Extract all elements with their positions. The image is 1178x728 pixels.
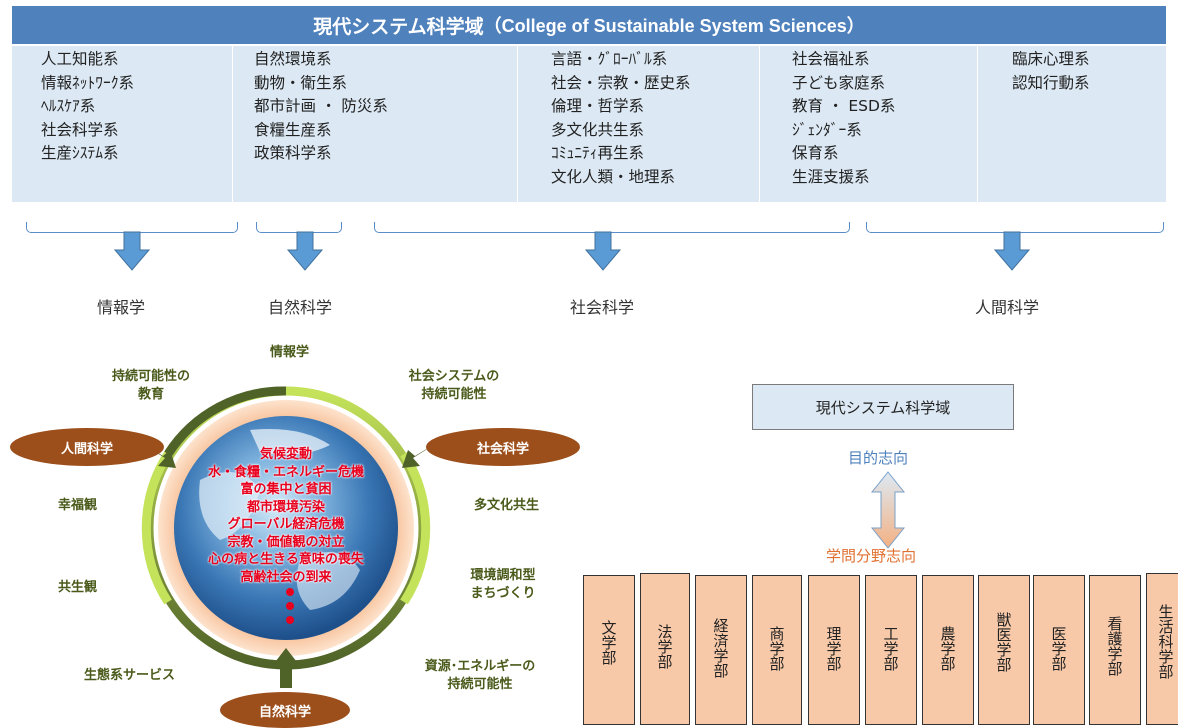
field-label-human-science: 人間科学 [975, 298, 1040, 317]
category-item: 社会福祉系 [792, 50, 870, 68]
faculty-economics: 経済学部 [695, 575, 747, 725]
ring-label-upper-left: 持続可能性の 教育 [111, 369, 190, 402]
category-item: 生涯支援系 [792, 167, 870, 186]
faculty-commerce: 商学部 [752, 575, 802, 725]
category-item: 言語・ｸﾞﾛｰﾊﾞﾙ系 [551, 50, 668, 68]
faculty-agriculture: 農学部 [922, 575, 974, 725]
faculty-nursing: 看護学部 [1089, 575, 1141, 725]
ring-label-happiness: 幸福観 [58, 498, 98, 513]
down-arrow-icon [585, 231, 621, 271]
field-label-social-science: 社会科学 [570, 298, 635, 317]
category-item: 社会・宗教・歴史系 [551, 73, 691, 92]
category-column: 言語・ｸﾞﾛｰﾊﾞﾙ系 社会・宗教・歴史系 倫理・哲学系 多文化共生系 ｺﾐｭﾆ… [518, 46, 760, 202]
ellipse-human-science: 人間科学 [10, 428, 164, 466]
issue-item: 気候変動 [259, 447, 312, 462]
ring-segment [400, 451, 431, 605]
category-column: 人工知能系 情報ﾈｯﾄﾜｰｸ系 ﾍﾙｽｹｱ系 社会科学系 生産ｼｽﾃﾑ系 [12, 46, 233, 202]
category-item: ｼﾞｪﾝﾀﾞｰ系 [792, 120, 862, 139]
ring-label-resources: 資源･エネルギーの 持続可能性 [424, 659, 536, 692]
issue-item: 水・食糧・エネルギー危機 [207, 464, 364, 480]
faculty-literature: 文学部 [583, 575, 635, 725]
faculty-engineering: 工学部 [865, 575, 917, 725]
issue-list: 気候変動 水・食糧・エネルギー危機 富の集中と貧困 都市環境汚染 グローバル経済… [186, 446, 386, 586]
sustainability-circle [130, 386, 448, 688]
category-item: 文化人類・地理系 [551, 167, 676, 186]
group-bracket [374, 222, 850, 233]
category-column: 自然環境系 動物・衛生系 都市計画 ・ 防災系 食糧生産系 政策科学系 [233, 46, 518, 202]
down-arrow-icon [287, 231, 323, 271]
faculty-science: 理学部 [808, 575, 860, 725]
category-item: 認知行動系 [1012, 73, 1090, 92]
header-title: 現代システム科学域 [313, 15, 484, 38]
ring-segment [164, 386, 287, 457]
arrow-up-icon [272, 648, 300, 688]
header-subtitle: （College of Sustainable System Sciences） [483, 16, 865, 36]
category-item: 食糧生産系 [254, 120, 332, 139]
category-item: 政策科学系 [254, 144, 332, 162]
category-item: ｺﾐｭﾆﾃｨ再生系 [551, 144, 645, 162]
category-item: 動物・衛生系 [254, 73, 348, 92]
category-item: 社会科学系 [41, 120, 119, 139]
down-arrows [114, 231, 1030, 271]
faculty-veterinary: 獣医学部 [978, 575, 1030, 725]
field-label-informatics: 情報学 [97, 298, 146, 317]
ring-label-town-planning: 環境調和型 まちづくり [470, 568, 536, 601]
issue-item: グローバル経済危機 [227, 517, 345, 532]
issue-item: 心の病と生きる意味の喪失 [208, 552, 364, 567]
double-arrow-icon [870, 471, 906, 549]
category-item: 子ども家庭系 [792, 73, 886, 92]
ring-label-informatics: 情報学 [270, 345, 310, 360]
ring-label-coexistence: 共生観 [58, 580, 98, 595]
category-item: 生産ｼｽﾃﾑ系 [41, 144, 119, 162]
category-item: 教育 ・ ESD系 [792, 97, 896, 115]
ring-label-multicultural: 多文化共生 [474, 498, 540, 513]
category-item: 都市計画 ・ 防災系 [254, 97, 388, 115]
dot-icon [286, 616, 294, 624]
dot-icon [286, 602, 294, 610]
issue-item: 都市環境汚染 [246, 499, 325, 515]
category-item: 自然環境系 [254, 50, 332, 68]
category-item: 多文化共生系 [551, 120, 645, 139]
arrow-in-icon [130, 436, 176, 468]
header-bar: 現代システム科学域 （College of Sustainable System… [12, 6, 1166, 44]
category-item: 情報ﾈｯﾄﾜｰｸ系 [41, 73, 135, 92]
ring-label-upper-right: 社会システムの 持続可能性 [408, 369, 500, 402]
category-column: 社会福祉系 子ども家庭系 教育 ・ ESD系 ｼﾞｪﾝﾀﾞｰ系 保育系 生涯支援… [760, 46, 978, 202]
discipline-label: 学問分野志向 [826, 547, 917, 565]
category-item: 臨床心理系 [1012, 50, 1090, 68]
category-item: 倫理・哲学系 [551, 97, 645, 115]
category-item: ﾍﾙｽｹｱ系 [41, 97, 96, 115]
arrow-in-icon [402, 436, 448, 468]
issue-item: 富の集中と貧困 [240, 482, 332, 497]
category-item: 人工知能系 [41, 50, 119, 68]
field-label-natural-science: 自然科学 [268, 298, 333, 317]
ellipse-social-science: 社会科学 [426, 428, 580, 466]
ring-segment [141, 451, 172, 605]
category-table: 人工知能系 情報ﾈｯﾄﾜｰｸ系 ﾍﾙｽｹｱ系 社会科学系 生産ｼｽﾃﾑ系 自然環… [12, 46, 1166, 202]
ring-label-ecosystem-services: 生態系サービス [84, 668, 176, 683]
category-item: 保育系 [792, 144, 839, 162]
issue-item: 宗教・価値観の対立 [227, 534, 345, 550]
issue-item: 高齢社会の到来 [240, 569, 332, 585]
down-arrow-icon [114, 231, 150, 271]
faculty-law: 法学部 [640, 573, 690, 725]
category-column: 臨床心理系 認知行動系 [978, 46, 1166, 202]
ellipse-natural-science: 自然科学 [220, 692, 350, 728]
purpose-label: 目的志向 [848, 449, 909, 467]
college-box: 現代システム科学域 [752, 384, 1014, 430]
dot-icon [286, 588, 294, 596]
down-arrow-icon [994, 231, 1030, 271]
faculty-medicine: 医学部 [1033, 575, 1085, 725]
faculty-human-life-science: 生活科学部 [1146, 573, 1178, 725]
